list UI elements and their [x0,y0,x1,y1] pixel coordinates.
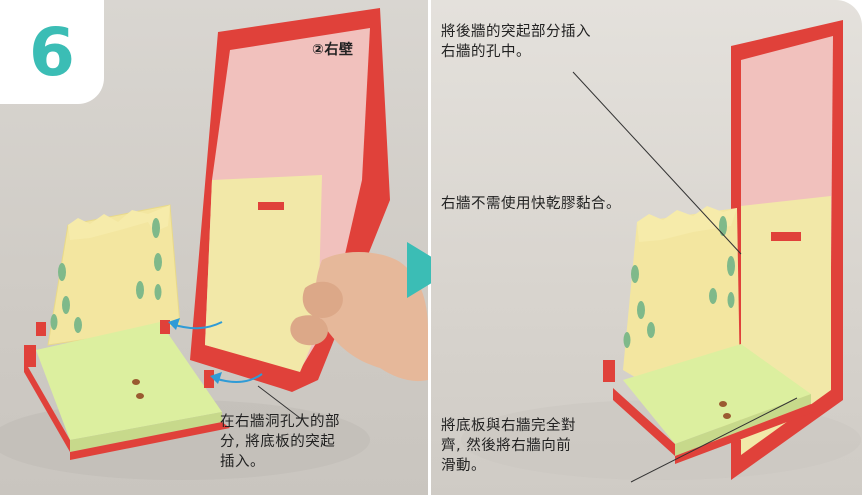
back-wall-left [47,204,181,346]
note-align-floor: 將底板與右牆完全對 齊, 然後將右牆向前 滑動。 [441,416,576,476]
note-back-wall-line: 右牆的孔中。 [441,44,531,60]
note-back-wall: 將後牆的突起部分插入 右牆的孔中。 [441,22,591,62]
note-align-floor-line: 齊, 然後將右牆向前 [441,438,572,454]
caption-left: 在右牆洞孔大的部 分, 將底板的突起 插入。 [220,412,340,472]
note-no-glue: 右牆不需使用快乾膠黏合。 [441,196,621,212]
floor-left [24,320,230,460]
note-align-floor-line: 將底板與右牆完全對 [441,418,576,434]
step-number: 6 [29,13,75,91]
part-label: ②右壁 [312,42,354,58]
left-assembly-illustration [0,8,428,480]
caption-left-line: 分, 將底板的突起 [220,434,336,450]
photo-right: 將後牆的突起部分插入 右牆的孔中。 右牆不需使用快乾膠黏合。 將底板與右牆完全對… [431,0,862,495]
note-align-floor-line: 滑動。 [441,458,486,474]
hand [290,251,428,382]
step-number-badge: 6 [0,0,104,104]
photo-left: 6 ②右壁 在右牆洞孔大的部 分, 將底板的突起 插入。 [0,0,428,495]
caption-left-line: 插入。 [220,454,265,470]
right-assembly-illustration [461,20,861,483]
caption-left-line: 在右牆洞孔大的部 [220,414,340,430]
next-step-arrow-icon [407,242,453,298]
note-back-wall-line: 將後牆的突起部分插入 [441,24,591,40]
